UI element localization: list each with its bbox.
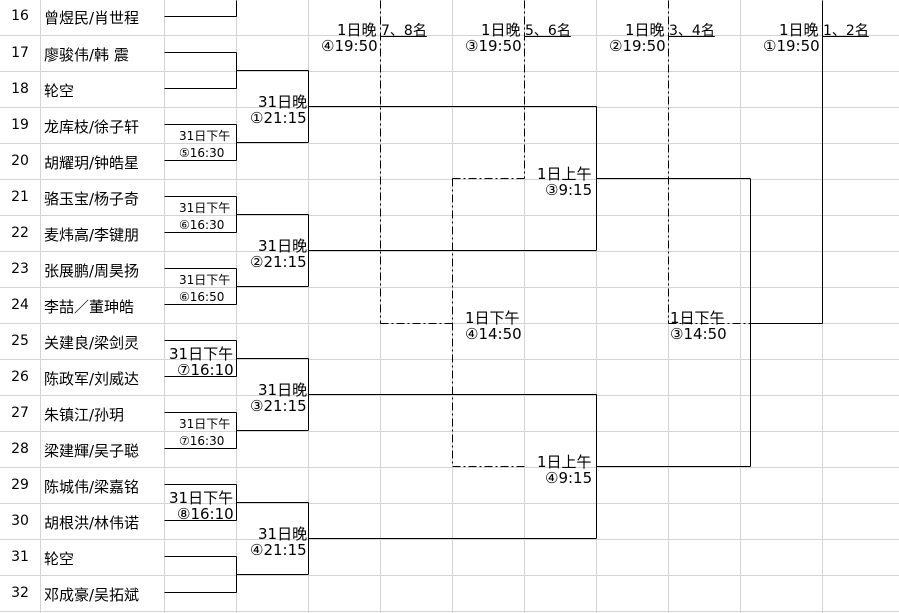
semi-time: ③9:15 bbox=[545, 181, 593, 199]
r2-time: ①21:15 bbox=[250, 109, 307, 127]
row-number: 19 bbox=[11, 117, 29, 133]
r1-time: ⑥16:50 bbox=[179, 290, 225, 304]
rank-label: 5、6名 bbox=[525, 23, 571, 39]
r2-day: 31日晚 bbox=[258, 93, 308, 111]
r1-time: ⑦16:10 bbox=[177, 361, 234, 379]
final-day: 1日晚 bbox=[481, 21, 521, 39]
final-day: 1日晚 bbox=[779, 21, 819, 39]
final-time: ①19:50 bbox=[763, 37, 820, 55]
rank-label: 7、8名 bbox=[381, 23, 427, 39]
final-time: ④19:50 bbox=[321, 37, 378, 55]
r1-time: ⑤16:30 bbox=[179, 146, 225, 160]
player-name: 胡根洪/林伟诺 bbox=[44, 514, 140, 532]
r2-day: 31日晚 bbox=[258, 525, 308, 543]
player-name: 梁建輝/吴子聪 bbox=[44, 442, 140, 460]
r1-day: 31日下午 bbox=[179, 201, 231, 215]
r2-time: ④21:15 bbox=[250, 541, 307, 559]
row-number: 23 bbox=[11, 261, 29, 277]
row-number: 17 bbox=[11, 45, 29, 61]
pm-time: ④14:50 bbox=[465, 325, 522, 343]
r2-time: ②21:15 bbox=[250, 253, 307, 271]
r1-day: 31日下午 bbox=[169, 489, 234, 507]
r2-day: 31日晚 bbox=[258, 237, 308, 255]
player-name: 廖骏伟/韩 震 bbox=[44, 46, 129, 64]
r2-day: 31日晚 bbox=[258, 381, 308, 399]
r1-day: 31日下午 bbox=[179, 417, 231, 431]
player-name: 关建良/梁剑灵 bbox=[44, 334, 140, 352]
row-number: 18 bbox=[11, 81, 29, 97]
pm-time: ③14:50 bbox=[670, 325, 727, 343]
row-number: 21 bbox=[11, 189, 29, 205]
player-name: 曾煜民/肖世程 bbox=[44, 9, 140, 27]
semi-time: ④9:15 bbox=[545, 469, 593, 487]
row-number: 26 bbox=[11, 369, 29, 385]
player-name: 朱镇江/孙玥 bbox=[44, 406, 125, 424]
player-name: 陈城伟/梁嘉铭 bbox=[44, 478, 140, 496]
pm-day: 1日下午 bbox=[465, 309, 520, 327]
row-number: 31 bbox=[11, 549, 29, 565]
player-name: 龙库枝/徐子轩 bbox=[44, 118, 140, 136]
row-number: 22 bbox=[11, 225, 29, 241]
final-day: 1日晚 bbox=[625, 21, 665, 39]
player-name: 邓成豪/吴拓斌 bbox=[44, 586, 140, 604]
row-number: 29 bbox=[11, 477, 29, 493]
row-number: 20 bbox=[11, 153, 29, 169]
pm-day: 1日下午 bbox=[670, 309, 725, 327]
player-name: 麦炜高/李键朋 bbox=[44, 226, 140, 244]
row-number: 24 bbox=[11, 297, 29, 313]
r1-time: ⑥16:30 bbox=[179, 218, 225, 232]
final-time: ②19:50 bbox=[609, 37, 666, 55]
semi-day: 1日上午 bbox=[537, 453, 592, 471]
player-name: 李喆／董珅皓 bbox=[44, 298, 135, 316]
row-number: 30 bbox=[11, 513, 29, 529]
player-name: 陈政军/刘威达 bbox=[44, 370, 140, 388]
rank-label: 3、4名 bbox=[669, 23, 715, 39]
final-day: 1日晚 bbox=[337, 21, 377, 39]
final-time: ③19:50 bbox=[465, 37, 522, 55]
row-number: 27 bbox=[11, 405, 29, 421]
r1-day: 31日下午 bbox=[179, 129, 231, 143]
row-number: 16 bbox=[11, 8, 29, 24]
player-name: 轮空 bbox=[44, 550, 75, 568]
player-name: 轮空 bbox=[44, 82, 75, 100]
semi-day: 1日上午 bbox=[537, 165, 592, 183]
row-number: 32 bbox=[11, 585, 29, 601]
row-number: 25 bbox=[11, 333, 29, 349]
r1-day: 31日下午 bbox=[179, 273, 231, 287]
player-name: 胡耀玥/钟皓星 bbox=[44, 154, 140, 172]
rank-label: 1、2名 bbox=[823, 23, 869, 39]
player-name: 骆玉宝/杨子奇 bbox=[44, 190, 140, 208]
r1-time: ⑦16:30 bbox=[179, 434, 225, 448]
r1-day: 31日下午 bbox=[169, 345, 234, 363]
row-number: 28 bbox=[11, 441, 29, 457]
player-name: 张展鹏/周昊扬 bbox=[44, 262, 140, 280]
r2-time: ③21:15 bbox=[250, 397, 307, 415]
r1-time: ⑧16:10 bbox=[177, 505, 234, 523]
